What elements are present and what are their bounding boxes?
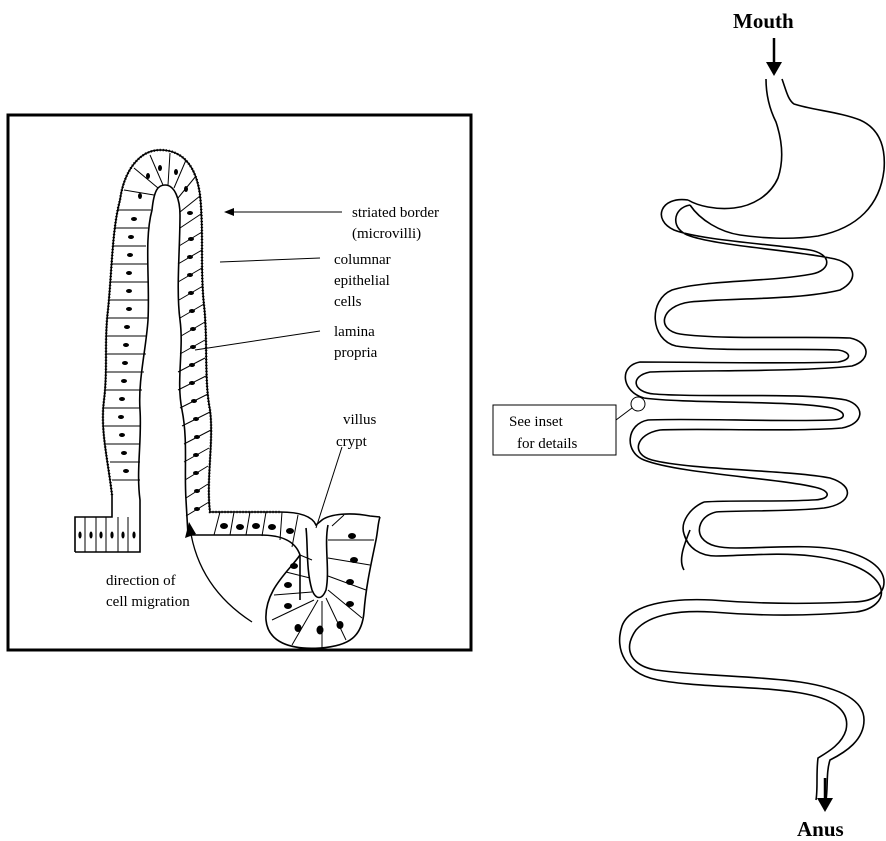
leader-columnar [220,258,320,262]
migration-arrow [190,528,252,622]
label-direction-of: direction of [106,573,176,589]
villus-right-cells [168,153,211,516]
inset-frame [8,115,471,650]
label-cells: cells [334,294,362,310]
anus-arrowhead [817,798,833,812]
cell-nuclei [118,165,200,511]
appendix [682,530,690,570]
label-lamina: lamina [334,324,375,340]
inset-panel: striated border (microvilli) columnar ep… [8,115,471,650]
callout-line-1: See inset [509,414,564,430]
small-intestine [625,200,866,512]
label-mouth: Mouth [733,9,794,33]
label-microvilli: (microvilli) [352,226,421,242]
label-epithelial: epithelial [334,273,390,289]
leader-arrowhead [224,208,234,216]
crypt-inner [306,525,328,598]
leader-lamina [195,331,320,350]
label-crypt: crypt [336,434,368,450]
base-nuclei-left [78,532,135,539]
label-columnar: columnar [334,252,391,268]
label-anus: Anus [797,817,844,841]
villus-left-cells [104,155,163,480]
callout-leader [616,408,632,420]
callout-line-2: for details [517,436,578,452]
base-epithelium-mid [214,512,298,547]
esophagus-stomach [688,79,884,238]
crypt-nuclei [284,533,358,635]
label-striated-border: striated border [352,205,439,221]
villus-inner-wall [75,185,300,600]
label-propria: propria [334,345,378,361]
callout-marker [631,397,645,411]
label-villus: villus [343,412,377,428]
large-intestine [620,502,884,800]
label-cell-migration: cell migration [106,594,190,610]
mouth-arrowhead [766,62,782,76]
digestive-tract [620,79,885,800]
